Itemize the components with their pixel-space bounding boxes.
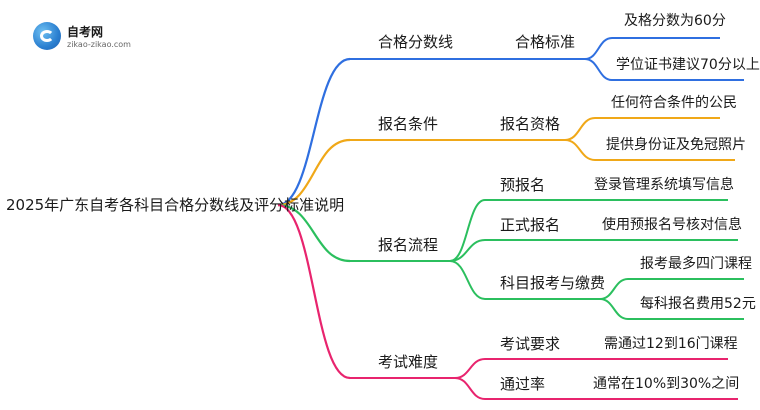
- node-pass-rate: 通过率: [500, 375, 546, 393]
- node-eligibility: 报名资格: [500, 115, 561, 133]
- node-exam-requirement: 考试要求: [500, 335, 561, 353]
- leaf-fee-52: 每科报名费用52元: [640, 296, 756, 312]
- connector-b1-leaf1: [584, 37, 613, 60]
- leaf-pass-60: 及格分数为60分: [624, 13, 726, 29]
- connector-root-b4: [277, 203, 351, 380]
- connector-b3-leaf4: [599, 298, 629, 320]
- node-pre-registration: 预报名: [500, 176, 546, 194]
- connector-b3-n1: [449, 199, 486, 262]
- node-formal-registration: 正式报名: [500, 216, 561, 234]
- logo-icon: [33, 22, 61, 50]
- connector-b2-leaf2: [564, 139, 596, 161]
- site-logo: 自考网 zikao-zikao.com: [33, 22, 143, 52]
- node-passing-standard: 合格标准: [515, 33, 576, 51]
- branch-requirements: 报名条件: [378, 115, 439, 133]
- leaf-12-16-courses: 需通过12到16门课程: [604, 336, 738, 352]
- branch-process: 报名流程: [378, 236, 439, 254]
- leaf-system-login: 登录管理系统填写信息: [594, 177, 734, 193]
- leaf-max-four: 报考最多四门课程: [640, 256, 752, 272]
- node-subject-fee: 科目报考与缴费: [500, 274, 606, 292]
- branch-difficulty: 考试难度: [378, 353, 439, 371]
- connector-b3-n2: [449, 239, 486, 262]
- leaf-any-citizen: 任何符合条件的公民: [611, 95, 737, 111]
- root-topic: 2025年广东自考各科目合格分数线及评分标准说明: [6, 196, 345, 214]
- connector-root-b2: [277, 138, 351, 207]
- leaf-degree-70: 学位证书建议70分以上: [616, 57, 760, 73]
- logo-url: zikao-zikao.com: [67, 40, 131, 49]
- leaf-id-photo: 提供身份证及免冠照片: [606, 137, 746, 153]
- connector-b2-leaf1: [564, 117, 596, 141]
- connector-b1-leaf2: [584, 58, 613, 81]
- connector-b4-n1: [454, 358, 486, 379]
- branch-passing-score: 合格分数线: [378, 33, 454, 51]
- connector-b4-n2: [454, 377, 486, 400]
- connector-root-b1: [277, 57, 351, 207]
- leaf-verify-info: 使用预报名号核对信息: [602, 217, 742, 233]
- leaf-10-30-percent: 通常在10%到30%之间: [593, 376, 740, 392]
- logo-name: 自考网: [67, 25, 104, 39]
- connector-root-b3: [277, 203, 351, 263]
- connector-b3-n3: [449, 260, 486, 300]
